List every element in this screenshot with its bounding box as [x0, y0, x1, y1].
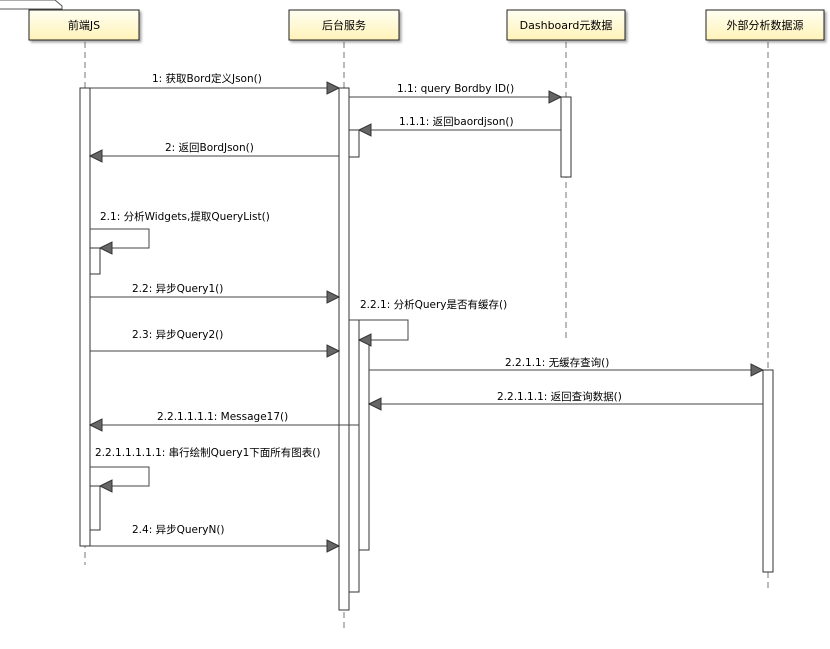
activation-backend-main — [338, 87, 350, 611]
message-label: 2.2: 异步Query1() — [132, 283, 223, 295]
message-m12: 2.2.1.1.1.1.1: 串行绘制Query1下面所有图表() — [90, 446, 320, 493]
message-m7: 2.2.1: 分析Query是否有缓存() — [349, 298, 507, 347]
message-label: 2.2.1.1.1.1: Message17() — [157, 411, 288, 423]
message-m11: 2.2.1.1.1.1: Message17() — [88, 411, 359, 432]
activation-external — [762, 369, 774, 573]
message-m3: 1.1.1: 返回baordjson() — [357, 116, 561, 137]
participant-frontend: 前端JS — [28, 9, 140, 41]
activation-frontend-self-1 — [89, 247, 101, 275]
activation-backend-2 — [348, 129, 360, 158]
activation-backend-4 — [358, 339, 370, 551]
participant-meta: Dashboard元数据 — [506, 9, 626, 41]
message-label: 2.2.1: 分析Query是否有缓存() — [360, 298, 507, 311]
message-label: 2.1: 分析Widgets,提取QueryList() — [100, 210, 270, 223]
message-label: 2.3: 异步Query2() — [132, 329, 223, 341]
participant-label: 前端JS — [68, 18, 100, 32]
message-m4: 2: 返回BordJson() — [88, 142, 339, 163]
participant-backend: 后台服务 — [288, 9, 400, 41]
activation-frontend-main — [79, 87, 91, 547]
message-label: 1.1: query Bordby ID() — [397, 83, 514, 95]
participant-external: 外部分析数据源 — [705, 9, 825, 41]
activation-backend-3 — [348, 319, 360, 593]
participant-label: 后台服务 — [322, 18, 366, 32]
message-m13: 2.4: 异步QueryN() — [90, 524, 341, 553]
message-label: 2: 返回BordJson() — [165, 142, 254, 154]
message-m9: 2.2.1.1: 无缓存查询() — [369, 356, 765, 377]
frame-tab — [0, 0, 63, 10]
activation-frontend-self-2 — [89, 485, 101, 531]
message-m5: 2.1: 分析Widgets,提取QueryList() — [90, 210, 270, 255]
participant-label: 外部分析数据源 — [727, 18, 804, 32]
message-label: 1: 获取Bord定义Json() — [152, 72, 262, 85]
message-label: 2.4: 异步QueryN() — [132, 524, 225, 536]
message-label: 2.2.1.1.1: 返回查询数据() — [497, 390, 622, 403]
message-label: 1.1.1: 返回baordjson() — [399, 116, 514, 128]
message-label: 2.2.1.1: 无缓存查询() — [505, 356, 609, 369]
participant-label: Dashboard元数据 — [520, 18, 613, 32]
message-label: 2.2.1.1.1.1.1: 串行绘制Query1下面所有图表() — [95, 446, 320, 459]
message-m8: 2.3: 异步Query2() — [90, 329, 341, 358]
message-m10: 2.2.1.1.1: 返回查询数据() — [367, 390, 763, 411]
message-m1: 1: 获取Bord定义Json() — [90, 72, 341, 95]
activation-meta — [560, 96, 572, 178]
message-m6: 2.2: 异步Query1() — [90, 283, 341, 304]
message-m2: 1.1: query Bordby ID() — [349, 83, 563, 104]
